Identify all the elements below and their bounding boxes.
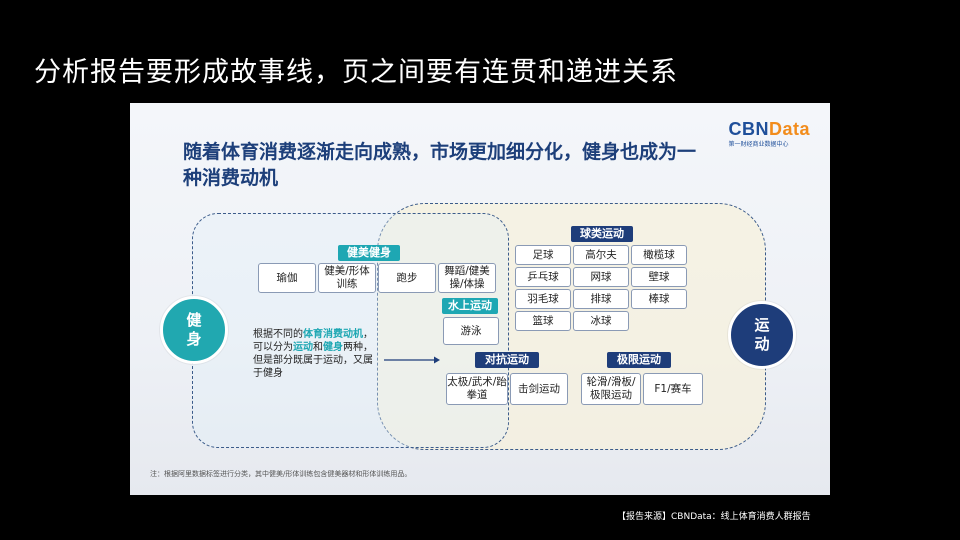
item-badminton: 羽毛球 bbox=[515, 289, 571, 309]
logo-subtitle: 第一财经商业数据中心 bbox=[728, 141, 789, 148]
item-icehockey: 冰球 bbox=[573, 311, 629, 331]
footnote: 注：根据阿里数据标签进行分类，其中健美/形体训练包含健美器材和形体训练用品。 bbox=[150, 470, 412, 478]
panel-headline: 随着体育消费逐渐走向成熟，市场更加细分化，健身也成为一种消费动机 bbox=[183, 141, 697, 189]
fitness-circle-label: 健身 bbox=[186, 311, 202, 348]
desc-text-1: 根据不同的 bbox=[253, 329, 303, 340]
item-skating: 轮滑/滑板/极限运动 bbox=[581, 373, 641, 405]
item-squash: 壁球 bbox=[631, 267, 687, 287]
item-f1: F1/赛车 bbox=[643, 373, 703, 405]
item-football: 足球 bbox=[515, 245, 571, 265]
sports-circle: 运动 bbox=[728, 301, 796, 369]
desc-highlight-fitness: 健身 bbox=[323, 342, 343, 353]
desc-highlight-motive: 体育消费动机 bbox=[303, 329, 363, 340]
infographic-panel: 随着体育消费逐渐走向成熟，市场更加细分化，健身也成为一种消费动机 CBNData… bbox=[130, 103, 830, 495]
desc-text-3: 和 bbox=[313, 342, 323, 353]
category-extreme: 极限运动 bbox=[607, 352, 671, 368]
desc-text-4: 两种，但是部分既属于运动，又属于健身 bbox=[253, 342, 373, 379]
cbndata-logo: CBNData 第一财经商业数据中心 bbox=[728, 119, 810, 148]
slide-title: 分析报告要形成故事线，页之间要有连贯和递进关系 bbox=[34, 57, 678, 88]
item-tennis: 网球 bbox=[573, 267, 629, 287]
item-golf: 高尔夫 bbox=[573, 245, 629, 265]
desc-highlight-sports: 运动 bbox=[293, 342, 313, 353]
classification-description: 根据不同的体育消费动机，可以分为运动和健身两种，但是部分既属于运动，又属于健身 bbox=[253, 328, 375, 380]
arrow-icon bbox=[384, 356, 440, 364]
item-rugby: 橄榄球 bbox=[631, 245, 687, 265]
item-basketball: 篮球 bbox=[515, 311, 571, 331]
category-water: 水上运动 bbox=[442, 298, 498, 314]
logo-cbn: CBN bbox=[728, 119, 769, 139]
logo-data: Data bbox=[768, 119, 810, 139]
report-source: 【报告来源】CBNData：线上体育消费人群报告 bbox=[617, 512, 811, 522]
item-volleyball: 排球 bbox=[573, 289, 629, 309]
item-dance: 舞蹈/健美操/体操 bbox=[438, 263, 496, 293]
item-running: 跑步 bbox=[378, 263, 436, 293]
item-bodybuilding: 健美/形体训练 bbox=[318, 263, 376, 293]
category-ball: 球类运动 bbox=[571, 226, 633, 242]
category-fitness: 健美健身 bbox=[338, 245, 400, 261]
desc-text-2: ，可以分为 bbox=[253, 329, 373, 353]
sports-region bbox=[377, 203, 766, 450]
item-swimming: 游泳 bbox=[443, 317, 499, 345]
item-yoga: 瑜伽 bbox=[258, 263, 316, 293]
category-combat: 对抗运动 bbox=[475, 352, 539, 368]
sports-circle-label: 运动 bbox=[754, 316, 770, 353]
item-taichi: 太极/武术/跆拳道 bbox=[446, 373, 508, 405]
item-pingpong: 乒乓球 bbox=[515, 267, 571, 287]
item-fencing: 击剑运动 bbox=[510, 373, 568, 405]
fitness-circle: 健身 bbox=[160, 296, 228, 364]
item-baseball: 棒球 bbox=[631, 289, 687, 309]
